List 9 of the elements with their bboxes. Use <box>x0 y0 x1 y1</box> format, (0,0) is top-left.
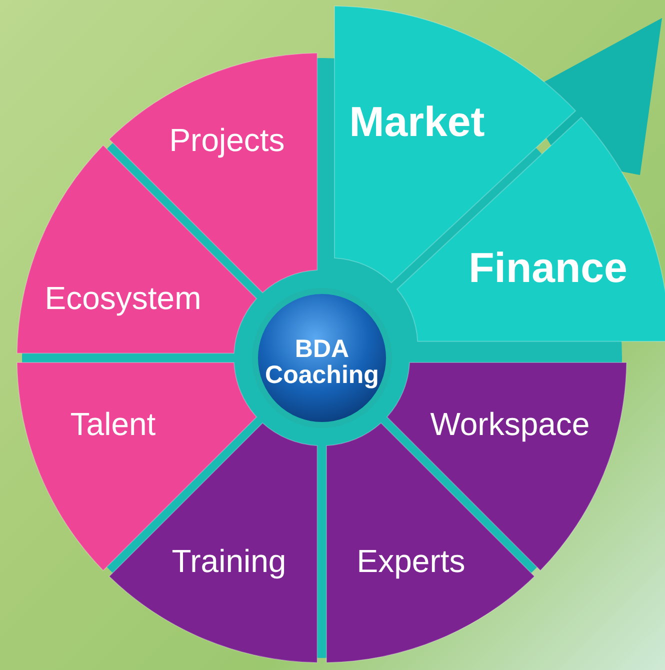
center-label: BDA Coaching <box>264 336 380 388</box>
segment-label: Workspace <box>430 408 590 442</box>
segment-label: Experts <box>356 545 466 579</box>
segment-label: Ecosystem <box>44 282 202 316</box>
segment-label: Market <box>349 100 485 144</box>
segment-label: Finance <box>468 246 628 290</box>
segment-label: Training <box>172 545 286 579</box>
segment-label: Talent <box>70 408 156 442</box>
segment-label: Projects <box>169 124 285 158</box>
